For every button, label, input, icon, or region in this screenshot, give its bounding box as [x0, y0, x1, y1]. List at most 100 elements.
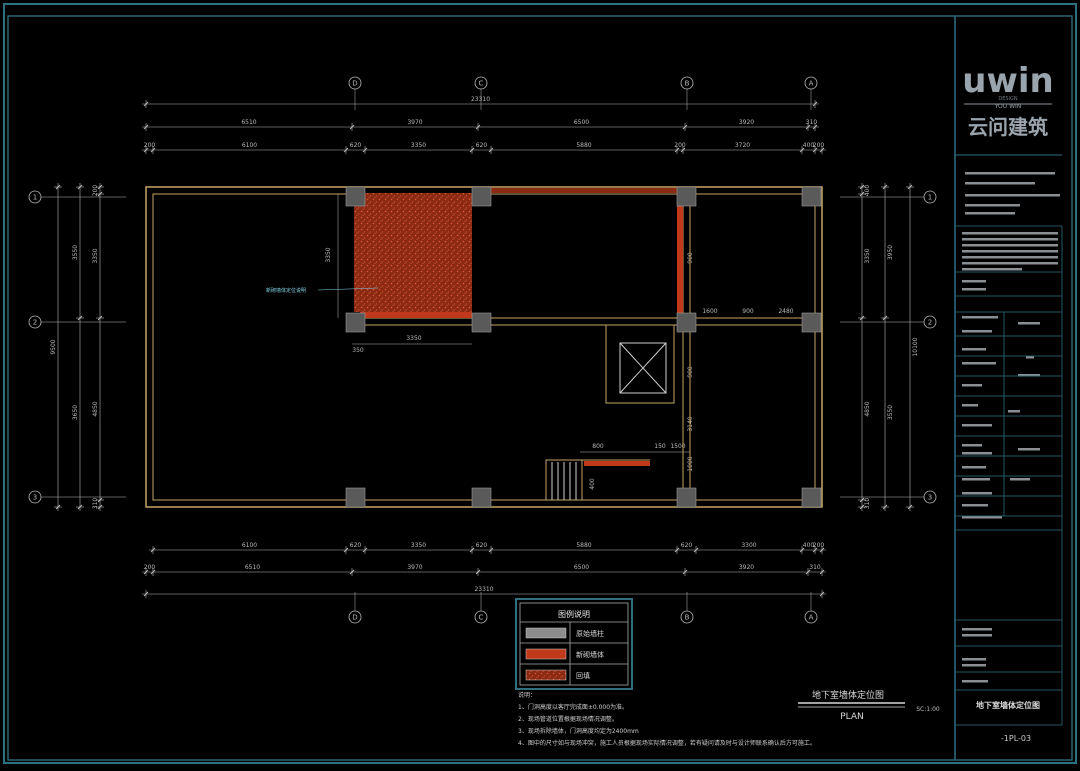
dimension-tick	[143, 569, 149, 575]
interior-dimension: 800	[592, 443, 604, 450]
dimension-tick	[859, 191, 865, 197]
interior-dimension: 3350	[406, 335, 421, 342]
column	[471, 186, 492, 207]
dimension-tick	[362, 147, 368, 153]
grid-bubble-bottom-label: D	[352, 614, 357, 622]
dimension-tick	[812, 547, 818, 553]
note-line: 4、图中的尺寸如与现场冲突，施工人员根据现场实际情况调整，若有疑问请及时与设计师…	[518, 739, 816, 747]
column	[801, 186, 822, 207]
title-block-text	[962, 466, 986, 469]
title-block-text-lines	[955, 172, 1063, 726]
title-block-text	[1018, 322, 1040, 325]
title-block-text	[1018, 448, 1040, 451]
title-block-text	[962, 268, 1022, 271]
dimension-tick	[343, 147, 349, 153]
dimension-tick	[143, 591, 149, 597]
dimension-tick	[680, 147, 686, 153]
dimension-value: 620	[681, 542, 693, 549]
dimension-tick	[77, 184, 83, 190]
dimension-tick	[805, 124, 811, 130]
dimension-value: 3300	[741, 542, 756, 549]
legend-swatch-original	[525, 627, 567, 639]
dimension-value: 620	[350, 542, 362, 549]
grid-bubble-bottom-label: A	[809, 614, 814, 622]
column	[801, 312, 822, 333]
grid-bubble-top-label: B	[685, 80, 690, 88]
title-block-text	[962, 658, 986, 661]
dimension-tick	[799, 147, 805, 153]
sheet-drawing-name: 地下室墙体定位图	[976, 700, 1040, 710]
interior-dimension: 350	[352, 347, 364, 354]
title-block-text	[965, 212, 1015, 215]
dimension-tick	[475, 124, 481, 130]
dimension-value: 310	[809, 564, 821, 571]
grid-bubble-bottom-label: B	[685, 614, 690, 622]
grid-bubble-top-label: C	[479, 80, 484, 88]
dimension-tick	[488, 547, 494, 553]
dimension-tick	[859, 315, 865, 321]
floor-plan: 新砌墙体定位说明	[145, 186, 823, 508]
dimension-value: 4850	[864, 401, 871, 416]
drawing-scale: SC:1:00	[916, 706, 940, 713]
title-block-text	[962, 238, 1058, 241]
dimension-tick	[882, 504, 888, 510]
dimension-value: 3350	[411, 542, 426, 549]
dimension-value: 23310	[474, 586, 493, 593]
dimension-value: 6100	[242, 542, 257, 549]
dimension-tick	[799, 547, 805, 553]
dimension-value: 6100	[242, 142, 257, 149]
dimension-value: 3970	[407, 119, 422, 126]
dimension-value: 6510	[241, 119, 256, 126]
note-line: 2、现场管道位置根据现场情况调整。	[518, 715, 618, 723]
dimension-value: 3550	[72, 245, 79, 260]
notes-heading: 说明：	[518, 691, 536, 699]
dimension-value: 10100	[912, 337, 919, 356]
dimension-value: 3350	[864, 248, 871, 263]
logo-cn: 云问建筑	[968, 115, 1048, 139]
title-block-text	[962, 232, 1058, 235]
interior-dimension: 3350	[325, 247, 332, 262]
dimension-tick	[97, 504, 103, 510]
dimension-tick	[469, 147, 475, 153]
title-block-text	[1010, 478, 1030, 481]
dimension-tick	[859, 184, 865, 190]
dimension-tick	[488, 147, 494, 153]
column	[471, 487, 492, 508]
title-block-text	[962, 680, 988, 683]
interior-dimension: 400	[589, 478, 596, 490]
dimension-tick	[55, 184, 61, 190]
dimension-value: 3650	[72, 405, 79, 420]
column	[471, 312, 492, 333]
dimension-tick	[97, 184, 103, 190]
logo-main: uwin	[962, 61, 1053, 101]
drawing-title-block: 地下室墙体定位图 PLAN SC:1:00	[798, 689, 940, 722]
interior-dimension: 2480	[778, 308, 793, 315]
dimension-value: 620	[350, 142, 362, 149]
new-wall-segment	[360, 312, 472, 318]
dimension-tick	[882, 184, 888, 190]
grid-bubble-top-label: A	[809, 80, 814, 88]
logo-sub: YOU WIN	[994, 103, 1022, 110]
dimension-tick	[343, 547, 349, 553]
grid-bubble-right-label: 2	[928, 319, 932, 327]
title-block-text	[962, 444, 982, 447]
dimension-tick	[693, 547, 699, 553]
interior-dimension: 900	[742, 308, 754, 315]
title-block: uwin DESIGN YOU WIN 云问建筑 地下室墙体定位图 -1PL-0…	[955, 61, 1063, 743]
grid-bubble-right-label: 1	[928, 194, 932, 202]
title-block-text	[962, 664, 986, 667]
title-block-text	[962, 516, 1002, 519]
dimension-value: 6510	[245, 564, 260, 571]
note-line: 3、现场拆除墙体，门洞高度均定为2400mm	[518, 727, 639, 735]
title-block-text	[962, 280, 986, 283]
legend: 图例说明 原始墙柱 新砌墙体 回填	[515, 598, 633, 690]
dimension-value: 3920	[739, 564, 754, 571]
drawing-subtitle: PLAN	[840, 712, 864, 722]
grid-bubble-right-label: 3	[928, 494, 932, 502]
title-block-text	[962, 362, 996, 365]
dimension-value: 200	[92, 185, 99, 197]
interior-dimension: 150	[654, 443, 666, 450]
grid-bubble-bottom-label: C	[479, 614, 484, 622]
